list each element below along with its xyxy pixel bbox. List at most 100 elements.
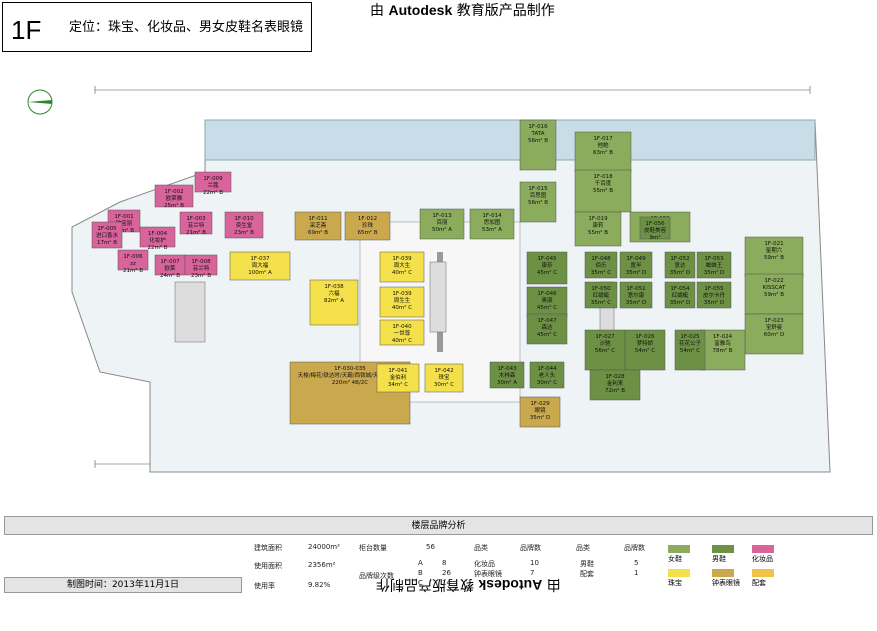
shop-unit-id: 1F-016	[528, 124, 548, 130]
shop-unit-id: 1F-012	[358, 216, 377, 222]
shop-unit-id: 1F-028	[605, 374, 625, 380]
shop-unit-rect	[584, 329, 626, 371]
shop-unit-id: 1F-039	[392, 256, 412, 262]
shop-unit-id: 1F-049	[626, 256, 646, 262]
shop-unit-id: 1F-037	[250, 256, 270, 262]
shop-unit-name: 红蜻蜓	[593, 291, 610, 299]
shop-unit-area: 55m² B	[593, 187, 613, 194]
shop-unit-name: 欧宝丽	[116, 219, 133, 227]
shop-unit-name: 皮尔卡丹	[703, 291, 726, 299]
shop-unit-name: 度半	[630, 261, 642, 269]
counter-value: 56	[426, 543, 435, 551]
shop-unit-rect	[424, 363, 464, 393]
shop-unit-rect	[179, 211, 213, 235]
shop-unit-area: 54m² C	[635, 347, 655, 354]
shop-unit-area: 59m² B	[764, 254, 784, 261]
shop-unit-id: 1F-040	[392, 324, 412, 330]
cat-header-4: 品牌数	[624, 544, 645, 552]
shop-unit-name: 他她	[597, 141, 609, 149]
shop-unit-id: 1F-038	[324, 284, 344, 290]
legend-swatch	[752, 545, 774, 553]
legend-label: 配套	[752, 579, 766, 587]
legend-swatch	[668, 569, 690, 577]
shop-unit-name: 六福	[328, 289, 340, 297]
shop-unit-name: 康奈	[541, 261, 553, 269]
header-box: 1F 定位：珠宝、化妆品、男女皮鞋名表眼镜	[2, 2, 312, 52]
shop-unit-area: 32m² B	[114, 227, 134, 234]
shop-unit-id: 1F-027	[595, 334, 615, 340]
shop-unit-id: 1F-005	[97, 226, 117, 232]
shop-unit-rect	[744, 236, 804, 278]
shop-unit-id: 1F-051	[626, 286, 645, 292]
shop-unit-name: 意尔康	[628, 291, 645, 299]
shop-unit-rect	[379, 286, 425, 318]
shop-unit-rect	[699, 329, 746, 371]
shop-unit-id: 1F-039	[392, 291, 412, 297]
shop-unit-name: 金利来	[607, 379, 624, 387]
shop-unit-area: 9m²	[649, 234, 660, 241]
level-grade-b: B	[418, 569, 423, 577]
shop-unit-id: 1F-003	[186, 216, 206, 222]
shop-unit-name: 珠宝	[438, 373, 450, 381]
shop-unit-id: 1F-004	[148, 231, 168, 237]
shop-unit-area: 60m² D	[764, 331, 785, 338]
shop-unit-area: 23m² B	[191, 272, 211, 279]
table-title: 楼层品牌分析	[4, 516, 873, 535]
shop-unit-name: TATA	[531, 131, 545, 137]
shop-unit-name: zz	[130, 261, 136, 267]
shop-unit-rect	[194, 171, 232, 193]
shop-unit-name: 富雅鸟	[714, 339, 731, 347]
shop-unit-rect	[619, 251, 653, 279]
shop-unit-area: 35m² D	[704, 269, 725, 276]
shop-unit-name: 欧莱	[164, 264, 176, 272]
shop-unit-area: 30m² A	[497, 379, 517, 386]
shop-unit-id: 1F-056	[645, 221, 665, 227]
cat-header-2: 品牌数	[520, 544, 541, 552]
shop-unit-rect	[674, 329, 706, 371]
level-count-a: 8	[442, 559, 447, 567]
shop-unit-area: 65m² B	[357, 229, 377, 236]
shop-unit-name: 星期六	[766, 246, 783, 254]
shop-unit-rect	[294, 211, 342, 241]
shop-unit-id: 1F-052	[670, 256, 689, 262]
shop-unit-id: 1F-022	[764, 278, 783, 284]
shop-unit-name: 周大生	[394, 261, 411, 269]
shop-unit-name: 周生生	[394, 296, 411, 304]
shop-unit-area: 59m² B	[764, 291, 784, 298]
shop-unit-name: 芸兰特	[193, 264, 210, 272]
shop-unit-area: 45m² C	[537, 331, 557, 338]
shop-unit-area: 40m² C	[392, 337, 412, 344]
shop-unit-name: 红蜻蜓	[672, 291, 689, 299]
shop-unit-area: 35m² D	[530, 414, 551, 421]
shop-unit-id: 1F-024	[713, 334, 733, 340]
shop-unit-id: 1F-021	[764, 241, 783, 247]
shop-unit-rect	[529, 361, 565, 389]
shop-unit-rect	[379, 251, 425, 283]
counter-label: 柜台数量	[359, 544, 387, 552]
shop-unit-rect	[344, 211, 391, 241]
shop-unit-rect	[526, 313, 568, 345]
legend-swatch	[752, 569, 774, 577]
shop-unit-name: 资生堂	[236, 221, 253, 229]
shop-unit-id: 1F-001	[114, 214, 133, 220]
shop-unit-name: 金伯利	[390, 373, 407, 381]
shop-unit-area: 50m² A	[432, 226, 452, 233]
shop-unit-rect	[376, 363, 420, 393]
shop-unit-name: KISSCAT	[763, 285, 786, 291]
brand-analysis-table: 楼层品牌分析 建筑面积 24000m² 使用面积 2356m² 使用率 9.82…	[4, 516, 873, 594]
